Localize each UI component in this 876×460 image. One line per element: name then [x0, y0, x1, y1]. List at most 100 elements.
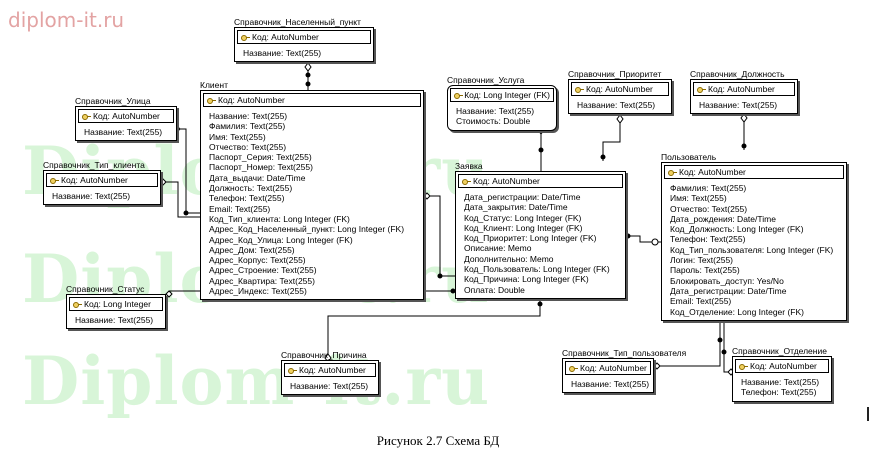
field: Дата_закрытия: Date/Time — [464, 202, 568, 213]
field: Email: Text(255) — [670, 296, 732, 307]
field: Адрес_Квартира: Text(255) — [209, 275, 315, 286]
field: Email: Text(255) — [209, 203, 271, 214]
field: Адрес_Код_Улица: Long Integer (FK) — [209, 234, 353, 245]
field: Отчество: Text(255) — [670, 203, 748, 214]
field: Код_Должность: Long Integer (FK) — [670, 224, 804, 235]
entity-priority[interactable]: Справочник_Приоритет Код: AutoNumber Наз… — [568, 69, 672, 115]
entity-reason[interactable]: Справочник_Причина Код: AutoNumber Назва… — [281, 350, 379, 396]
link-diamond — [165, 290, 173, 298]
entity-title: Справочник_Отделение — [732, 346, 827, 356]
primary-key-row: Код: Long Integer (FK) — [450, 88, 554, 102]
link-priority-request — [602, 118, 621, 161]
field: Паспорт_Номер: Text(255) — [209, 162, 313, 173]
key-icon — [454, 91, 464, 100]
link-diamond — [159, 178, 167, 186]
field: Телефон: Text(255) — [670, 234, 746, 245]
watermark-line-3: Diplom-it.ru — [22, 342, 491, 420]
field: Код_Приоритет: Long Integer (FK) — [464, 233, 597, 244]
entity-request[interactable]: Заявка Код: AutoNumber Дата_регистрации:… — [455, 161, 626, 299]
entity-client[interactable]: Клиент Код: AutoNumber Название: Text(25… — [200, 80, 424, 301]
primary-key-row: Код: AutoNumber — [203, 93, 421, 107]
entity-title: Клиент — [200, 80, 228, 90]
field: Название: Text(255) — [209, 111, 288, 121]
field: Название: Text(255) — [577, 100, 656, 110]
field: Название: Text(255) — [75, 315, 154, 325]
link-reason-request — [327, 301, 541, 356]
link-diamond — [304, 62, 312, 72]
link-dot — [625, 233, 631, 239]
field: Пароль: Text(255) — [670, 265, 740, 276]
field: Блокировать_доступ: Yes/No — [670, 275, 784, 286]
key-icon — [73, 300, 82, 309]
key-icon — [462, 177, 471, 186]
link-dot — [183, 210, 189, 216]
key-icon — [575, 85, 584, 94]
field: Код_Причина: Long Integer (FK) — [464, 274, 589, 285]
entity-client-type[interactable]: Справочник_Тип_клиента Код: AutoNumber Н… — [43, 160, 161, 206]
link-dot — [305, 81, 311, 87]
field: Телефон: Text(255) — [209, 193, 285, 204]
field: Код_Тип_пользователя: Long Integer (FK) — [670, 244, 834, 255]
entity-street[interactable]: Справочник_Улица Код: AutoNumber Названи… — [75, 96, 177, 142]
key-icon — [569, 364, 578, 373]
link-usertype-user — [654, 320, 721, 367]
entity-service[interactable]: Справочник_Услуга Код: Long Integer (FK)… — [447, 75, 557, 131]
entity-title: Справочник_Приоритет — [568, 69, 662, 79]
link-department-user — [723, 320, 730, 373]
field: Название: Text(255) — [699, 100, 778, 110]
entity-department[interactable]: Справочник_Отделение Код: AutoNumber Наз… — [732, 346, 832, 402]
link-street-client — [177, 128, 200, 214]
primary-key-row: Код: AutoNumber — [284, 363, 376, 377]
entity-settlement[interactable]: Справочник_Населенный_пункт Код: AutoNum… — [234, 17, 374, 63]
link-clienttype-client — [162, 181, 200, 218]
primary-key-row: Код: AutoNumber — [46, 173, 158, 187]
entity-status[interactable]: Справочник_Статус Код: Long Integer Назв… — [66, 284, 166, 330]
field: Код_Пользователь: Long Integer (FK) — [464, 264, 610, 275]
field: Название: Text(255) — [52, 191, 131, 201]
entity-title: Справочник_Статус — [66, 284, 145, 294]
field: Название: Text(255) — [571, 379, 650, 389]
entity-user-type[interactable]: Справочник_Тип_пользователя Код: AutoNum… — [562, 348, 687, 394]
entity-title: Заявка — [455, 161, 483, 171]
field: Название: Text(255) — [84, 127, 163, 137]
field: Оплата: Double — [464, 284, 525, 295]
link-dot — [450, 288, 456, 294]
key-icon — [241, 33, 250, 42]
entity-title: Справочник_Улица — [75, 96, 151, 106]
link-dot — [600, 154, 606, 160]
primary-key-row: Код: AutoNumber — [78, 109, 174, 123]
field: Дата_регистрации: Date/Time — [670, 285, 787, 296]
link-dot — [717, 337, 723, 343]
entity-title: Справочник_Населенный_пункт — [234, 17, 361, 27]
link-dot — [305, 72, 311, 78]
key-icon — [207, 96, 216, 105]
primary-key-row: Код: AutoNumber — [735, 359, 829, 373]
field: Код_Тип_клиента: Long Integer (FK) — [209, 213, 350, 224]
field: Код_Клиент: Long Integer (FK) — [464, 222, 583, 233]
primary-key-row: Код: AutoNumber — [693, 82, 795, 96]
primary-key-row: Код: AutoNumber — [458, 174, 623, 188]
link-client-request — [424, 195, 455, 277]
link-dot — [437, 273, 443, 279]
field: Фамилия: Text(255) — [209, 121, 286, 132]
key-icon — [739, 362, 748, 371]
link-diamond — [653, 362, 661, 370]
field: Имя: Text(255) — [209, 131, 266, 142]
entity-position[interactable]: Справочник_Должность Код: AutoNumber Наз… — [690, 69, 798, 115]
entity-title: Справочник_Тип_пользователя — [562, 348, 687, 358]
field: Название: Text(255) — [243, 48, 322, 58]
primary-key-row: Код: AutoNumber — [237, 30, 371, 44]
link-optional-circle — [651, 238, 659, 246]
text-cursor — [867, 407, 869, 421]
entity-user[interactable]: Пользователь Код: AutoNumber Фамилия: Te… — [661, 152, 847, 321]
link-dot — [537, 301, 543, 307]
link-dot — [538, 147, 544, 153]
field: Отчество: Text(255) — [209, 141, 287, 152]
link-diamond — [740, 113, 748, 123]
field: Название: Text(255) — [290, 381, 369, 391]
key-icon — [697, 85, 706, 94]
field: Паспорт_Серия: Text(255) — [209, 152, 312, 163]
link-diamond — [616, 114, 624, 124]
link-request-user — [626, 235, 661, 243]
